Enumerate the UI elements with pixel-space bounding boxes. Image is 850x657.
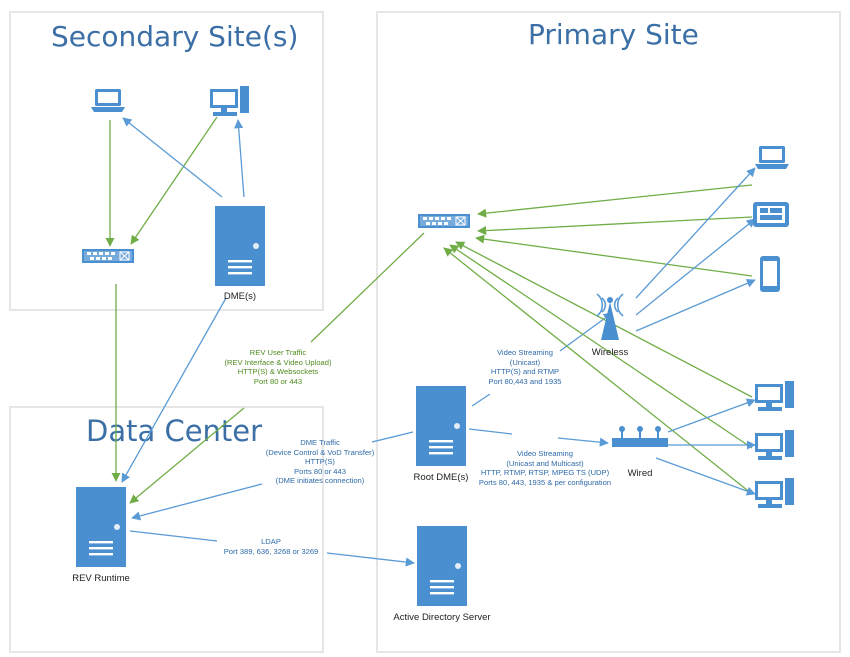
data-center-region — [9, 406, 324, 653]
note-line: HTTP(S) — [305, 457, 335, 467]
desktop3-to-primary-switch-link — [443, 247, 753, 495]
multicast-streaming-note: Video Streaming (Unicast and Multicast) … — [479, 449, 611, 487]
root-dme-server-icon — [416, 386, 466, 466]
active-directory-label: Active Directory Server — [393, 612, 491, 623]
note-line: HTTP, RTMP, RTSP, MPEG TS (UDP) — [480, 468, 610, 478]
secondary-switch-icon — [81, 248, 135, 264]
rev-user-traffic-note: REV User Traffic (REV Interface & Video … — [224, 348, 331, 386]
primary-site-region — [376, 11, 841, 653]
secondary-dme-label: DME(s) — [223, 291, 257, 302]
dme-to-laptop-link — [122, 117, 223, 198]
wireless-to-laptop-link — [635, 167, 756, 299]
note-line: HTTP(S) & Websockets — [237, 367, 319, 377]
dme-to-desktop-link — [234, 119, 245, 198]
note-line: (Device Control & VoD Transfer) — [265, 447, 375, 457]
note-line: (Unicast and Multicast) — [506, 458, 584, 468]
primary-site-title: Primary Site — [528, 18, 699, 51]
desktop-to-secondary-switch-link — [130, 116, 218, 245]
note-line: Video Streaming — [496, 348, 554, 357]
note-line: Video Streaming — [516, 449, 574, 458]
desktop1-to-primary-switch-link — [455, 241, 753, 398]
phone-to-primary-switch-link — [475, 234, 753, 277]
wired-hub-icon — [612, 426, 668, 447]
secondary-site-title: Secondary Site(s) — [51, 20, 299, 53]
note-line: Ports 80, 443, 1935 & per configuration — [478, 477, 612, 487]
note-line: (REV Interface & Video Upload) — [224, 357, 332, 367]
desktop-3-icon — [755, 478, 794, 508]
note-line: (Unicast) — [509, 357, 541, 367]
dme-traffic-note: DME Traffic (Device Control & VoD Transf… — [266, 438, 374, 486]
wired-to-desktop1-link — [667, 398, 756, 433]
rev-runtime-label: REV Runtime — [72, 573, 130, 584]
laptop-to-primary-switch-link — [477, 184, 753, 218]
secondary-dme-server-icon — [215, 206, 265, 286]
rev-runtime-server-icon — [76, 487, 126, 567]
note-line: Ports 80 or 443 — [294, 466, 346, 476]
primary-switch-icon — [417, 213, 471, 229]
note-line: REV User Traffic — [249, 348, 307, 357]
root-dme-to-wired-link — [468, 428, 608, 443]
note-line: Port 80 or 443 — [253, 376, 303, 386]
dme-to-runtime-link — [121, 297, 227, 483]
dme-traffic-link — [132, 431, 414, 518]
secondary-desktop-icon — [210, 86, 249, 116]
note-line: LDAP — [261, 537, 281, 546]
ldap-link — [129, 530, 414, 563]
tablet-to-primary-switch-link — [477, 216, 753, 236]
note-line: (DME initiates connection) — [275, 476, 365, 486]
secondary-site-region — [9, 11, 324, 311]
note-line: HTTP(S) and RTMP — [490, 367, 560, 377]
wireless-antenna-icon — [596, 293, 624, 340]
tablet-icon — [753, 202, 789, 227]
note-line: Port 389, 636, 3268 or 3269 — [223, 546, 319, 556]
active-directory-server-icon — [417, 526, 467, 606]
wired-to-desktop3-link — [655, 457, 756, 496]
data-center-title: Data Center — [86, 414, 263, 448]
note-line: Port 80,443 and 1935 — [488, 376, 562, 386]
wireless-to-phone-link — [635, 279, 756, 332]
wireless-label: Wireless — [591, 347, 629, 358]
root-dme-label: Root DME(s) — [413, 472, 469, 483]
note-line: DME Traffic — [300, 438, 340, 447]
unicast-streaming-note: Video Streaming (Unicast) HTTP(S) and RT… — [488, 348, 561, 386]
ldap-note: LDAP Port 389, 636, 3268 or 3269 — [224, 537, 319, 556]
wired-label: Wired — [627, 468, 653, 479]
primary-laptop-icon — [755, 146, 789, 169]
desktop-2-icon — [755, 430, 794, 460]
desktop-1-icon — [755, 381, 794, 411]
wireless-to-tablet-link — [635, 218, 756, 316]
desktop2-to-primary-switch-link — [449, 244, 753, 449]
secondary-laptop-icon — [91, 89, 125, 112]
phone-icon — [760, 256, 780, 292]
user-traffic-to-runtime-link — [130, 232, 425, 503]
